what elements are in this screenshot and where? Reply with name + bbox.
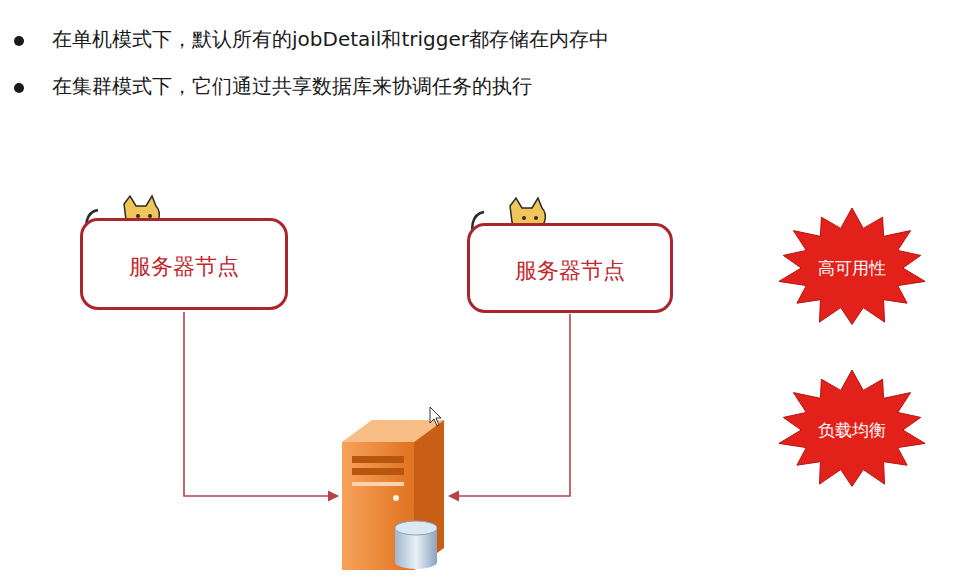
bullet-dot [14,36,24,46]
node-label: 服务器节点 [515,250,625,286]
database-server-icon [342,420,444,570]
bullet-dot [14,83,24,93]
bullet-text: 在单机模式下，默认所有的jobDetail和trigger都存储在内存中 [52,26,609,53]
starburst-outline [779,208,925,324]
wire [449,314,570,496]
server-node-box: 服务器节点 [467,223,673,313]
wire [184,312,338,496]
starburst-badge: 高可用性 [777,208,927,328]
bullet-text: 在集群模式下，它们通过共享数据库来协调任务的执行 [52,73,532,100]
node-label: 服务器节点 [129,246,239,282]
starburst-outline [779,370,925,486]
badge-text: 负载均衡 [818,419,886,442]
starburst-badge: 负载均衡 [777,370,927,490]
badge-text: 高可用性 [818,257,886,280]
mouse-cursor [430,407,441,426]
server-node-box: 服务器节点 [80,218,288,310]
